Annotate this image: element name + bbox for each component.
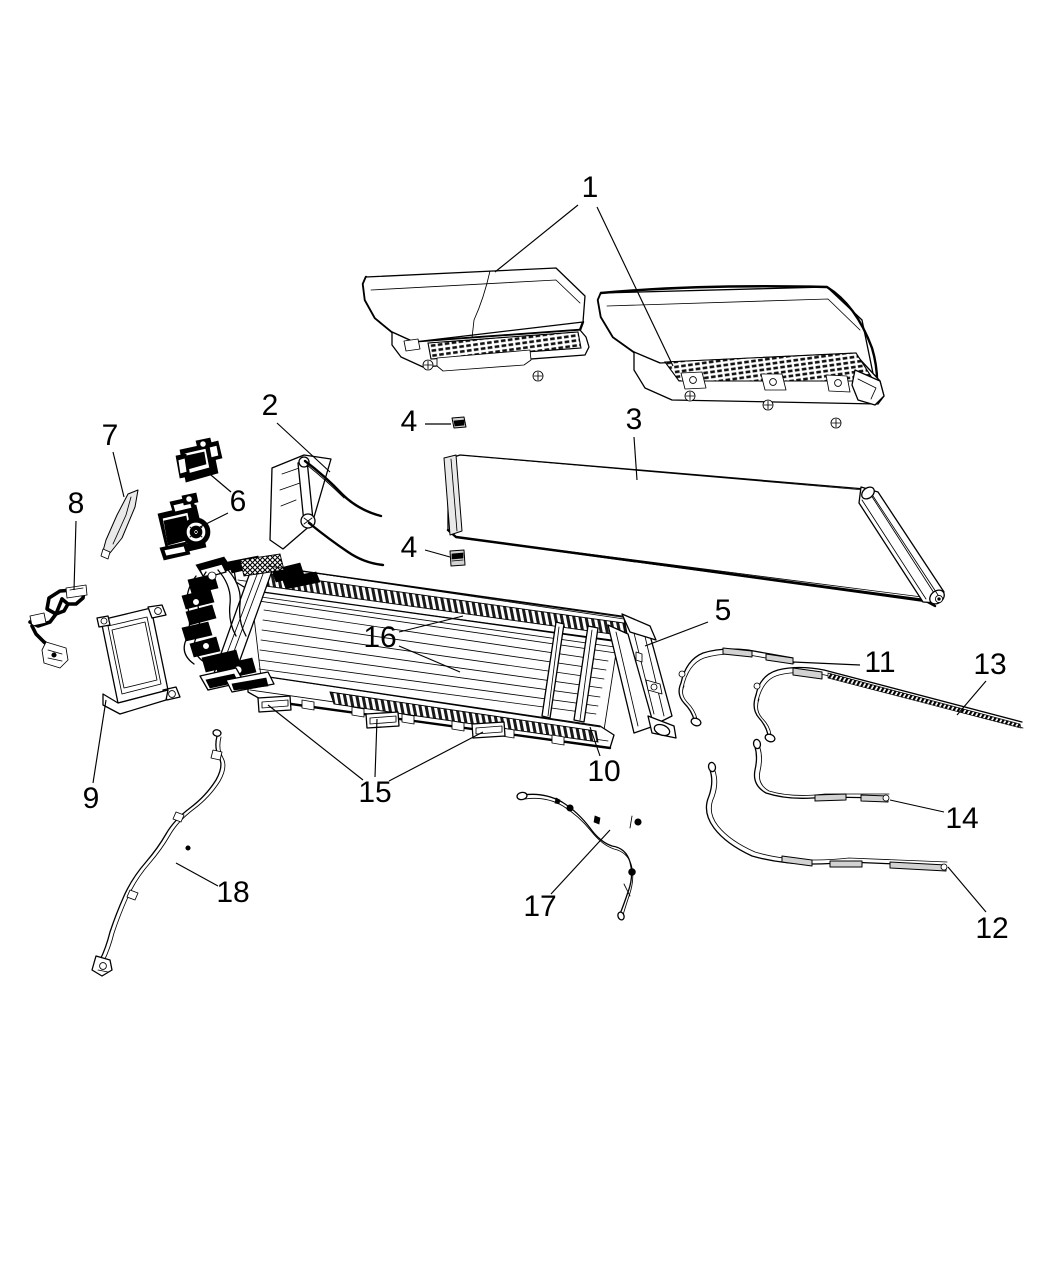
glide-pad-1 <box>257 695 292 713</box>
callout-label-6: 6 <box>229 485 247 518</box>
part-4-stop-block-upper <box>451 416 467 429</box>
callout-label-16: 16 <box>363 621 397 654</box>
part-10-frame-assembly <box>181 553 677 750</box>
callout-label-2: 2 <box>261 389 279 422</box>
part-2-wind-deflector <box>269 454 385 567</box>
part-12-drive-cable <box>705 761 948 872</box>
rail-tabs <box>301 699 565 746</box>
part-9-control-module <box>96 604 181 715</box>
callout-label-9: 9 <box>82 782 100 815</box>
part-4-stop-block-lower <box>449 549 466 567</box>
part-3-sunshade-assembly <box>443 454 945 608</box>
part-1-glass-panel-left <box>361 267 590 382</box>
callout-label-8: 8 <box>67 487 85 520</box>
callout-label-4-lower: 4 <box>400 531 418 564</box>
part-18-drain-tube-rear <box>91 729 226 977</box>
callout-label-10: 10 <box>587 755 621 788</box>
callout-label-4-upper: 4 <box>400 405 418 438</box>
part-7-trim-strip <box>100 489 139 560</box>
callout-label-1: 1 <box>581 171 599 204</box>
fastener-marks-right <box>684 390 842 429</box>
callout-label-14: 14 <box>945 802 979 835</box>
part-8-wiring-harness <box>28 584 88 669</box>
part-14-drive-cable <box>752 738 890 803</box>
leader-lines <box>73 204 987 913</box>
callout-label-17: 17 <box>523 890 557 923</box>
callout-label-13: 13 <box>973 648 1007 681</box>
part-5-side-rail-right <box>607 613 677 739</box>
frame-left-mechanism <box>181 553 321 693</box>
callout-label-7: 7 <box>101 419 119 452</box>
callout-label-11: 11 <box>864 646 896 679</box>
part-6-drive-motor-lower <box>157 492 211 561</box>
part-15-glide-pads <box>257 695 506 739</box>
callout-label-15: 15 <box>358 776 392 809</box>
part-1-glass-panel-right <box>596 285 885 429</box>
part-13-guide-strip <box>753 666 1024 743</box>
callout-label-18: 18 <box>216 876 250 909</box>
callout-label-3: 3 <box>625 403 643 436</box>
mounting-brackets <box>680 369 885 406</box>
glide-pad-2 <box>365 711 400 729</box>
part-17-drain-tube-front <box>516 791 642 921</box>
frame-center-struts <box>541 621 599 723</box>
callout-label-5: 5 <box>714 594 732 627</box>
callout-label-12: 12 <box>975 912 1009 945</box>
part-11-drive-cable <box>678 647 795 727</box>
part-6-drive-motor-upper <box>175 437 223 483</box>
fastener-marks <box>422 359 544 382</box>
